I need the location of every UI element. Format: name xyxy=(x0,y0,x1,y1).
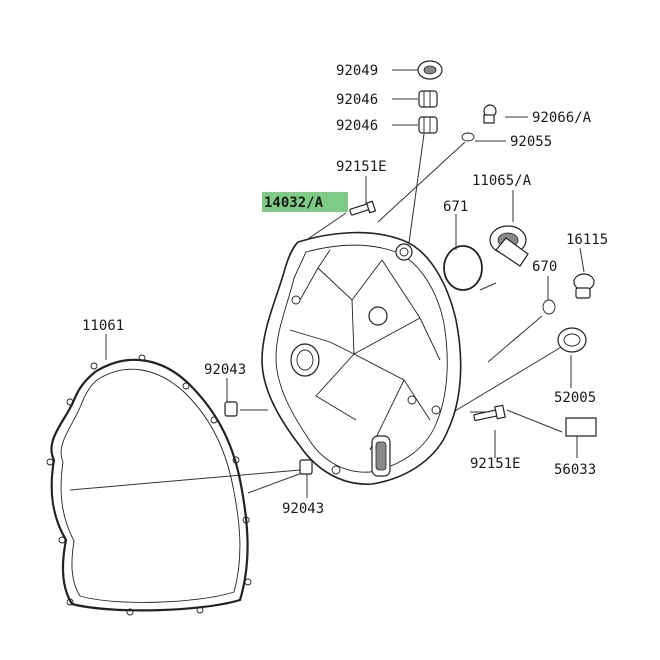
label-670: 670 xyxy=(532,259,557,275)
label-plate-56033 xyxy=(565,417,597,437)
leader-lines xyxy=(69,69,585,498)
seal-52005 xyxy=(557,327,587,353)
cap-11065 xyxy=(489,225,529,267)
gasket-11061 xyxy=(46,354,252,616)
label-56033: 56033 xyxy=(554,462,596,478)
oring-671 xyxy=(443,245,483,291)
label-11061: 11061 xyxy=(82,318,124,334)
oring-670 xyxy=(542,299,556,315)
bearing-92046-upper xyxy=(418,90,438,108)
label-16115: 16115 xyxy=(566,232,608,248)
label-92043-upper: 92043 xyxy=(204,362,246,378)
label-92046-lower: 92046 xyxy=(336,118,378,134)
dowel-92043-upper xyxy=(224,401,238,417)
fitting-92066 xyxy=(483,104,497,124)
gasket-bolt-holes xyxy=(46,354,252,616)
part-labels: 92049 92046 92046 92066/A 92055 92151E 1… xyxy=(82,63,608,517)
clutch-cover-14032 xyxy=(261,231,462,485)
oring-92055 xyxy=(461,132,475,142)
label-92043-lower: 92043 xyxy=(282,501,324,517)
dowel-92043-lower xyxy=(299,459,313,475)
label-92049: 92049 xyxy=(336,63,378,79)
label-52005: 52005 xyxy=(554,390,596,406)
label-14032: 14032/A xyxy=(264,195,324,211)
label-92066: 92066/A xyxy=(532,110,592,126)
bearing-92046-lower xyxy=(418,116,438,134)
label-92046-upper: 92046 xyxy=(336,92,378,108)
label-11065: 11065/A xyxy=(472,173,532,189)
bolt-92151e-lower xyxy=(473,404,506,422)
plug-16115 xyxy=(573,273,595,299)
label-671: 671 xyxy=(443,199,468,215)
label-92151e-lower: 92151E xyxy=(470,456,521,472)
bolt-92151e-upper xyxy=(349,200,377,216)
oil-seal-92049 xyxy=(417,60,443,80)
label-92055: 92055 xyxy=(510,134,552,150)
label-92151e-upper: 92151E xyxy=(336,159,387,175)
highlight-14032 xyxy=(262,192,348,212)
